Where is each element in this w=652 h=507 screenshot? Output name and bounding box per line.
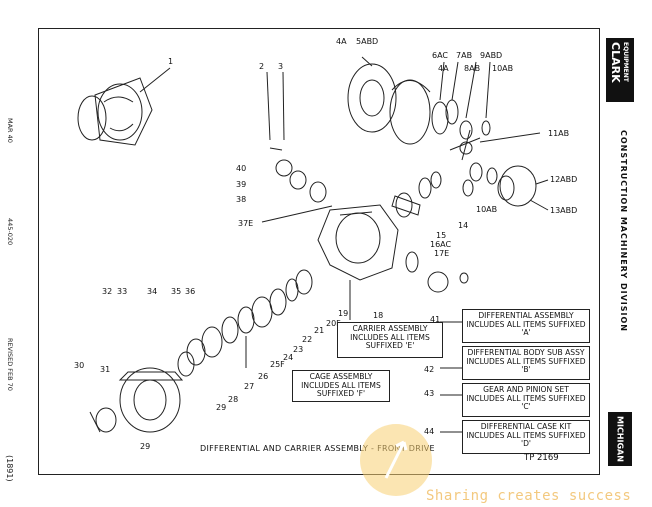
legend-box-42: DIFFERENTIAL BODY SUB ASSY INCLUDES ALL … <box>462 346 590 380</box>
legend-41-line-1: DIFFERENTIAL ASSEMBLY <box>478 311 574 320</box>
legend-41-line-2: INCLUDES ALL ITEMS SUFFIXED <box>466 319 586 329</box>
legend-box-43: GEAR AND PINION SET INCLUDES ALL ITEMS S… <box>462 383 590 417</box>
cage-box-line-2: INCLUDES ALL ITEMS <box>301 380 381 390</box>
watermark-emblem <box>360 424 432 496</box>
callout-20f: 20F <box>326 319 341 328</box>
callout-29: 29 <box>216 403 227 412</box>
legend-43-line-1: GEAR AND PINION SET <box>483 385 569 394</box>
callout-11ab: 11AB <box>548 129 570 138</box>
margin-note-code: 445-020 <box>6 218 14 246</box>
carrier-box-line-2: INCLUDES ALL ITEMS <box>350 332 430 342</box>
callout-34: 34 <box>147 287 158 296</box>
legend-42-line-2: INCLUDES ALL ITEMS SUFFIXED <box>466 356 586 366</box>
callout-25f: 25F <box>270 360 285 369</box>
callout-10ab: 10AB <box>492 64 514 73</box>
callout-14: 14 <box>458 221 469 230</box>
legend-44-line-1: DIFFERENTIAL CASE KIT <box>480 422 572 431</box>
callout-32: 32 <box>102 287 113 296</box>
clark-logo-text: CLARK <box>609 42 622 83</box>
callout-18: 18 <box>373 311 384 320</box>
legend-number-44: 44 <box>424 427 435 436</box>
callout-2: 2 <box>259 62 265 71</box>
carrier-box-line-1: CARRIER ASSEMBLY <box>352 324 428 333</box>
callout-31: 31 <box>100 365 111 374</box>
legend-43-line-2: INCLUDES ALL ITEMS SUFFIXED <box>466 393 586 403</box>
callout-38: 38 <box>236 195 247 204</box>
callout-15: 15 <box>436 231 447 240</box>
callout-7ab: 7AB <box>456 51 473 60</box>
callout-24: 24 <box>283 353 294 362</box>
callout-22: 22 <box>302 335 313 344</box>
callout-19: 19 <box>338 309 349 318</box>
carrier-box-line-3: SUFFIXED 'E' <box>365 341 415 351</box>
callout-8ab: 8AB <box>464 64 481 73</box>
legend-42-line-1: DIFFERENTIAL BODY SUB ASSY <box>467 348 585 357</box>
clark-equipment-logo: CLARK EQUIPMENT <box>606 38 634 102</box>
cage-box-line-1: CAGE ASSEMBLY <box>309 372 373 381</box>
callout-13abd: 13ABD <box>550 206 578 215</box>
legend-number-41: 41 <box>430 315 441 324</box>
equipment-logo-text: EQUIPMENT <box>622 42 629 82</box>
margin-note-page: (1891) <box>5 455 14 482</box>
callout-23: 23 <box>293 345 304 354</box>
callout-26: 26 <box>258 372 269 381</box>
drawing-number: TP 2169 <box>524 453 559 463</box>
drawing-frame <box>38 28 600 475</box>
legend-43-line-3: 'C' <box>521 402 531 412</box>
margin-note-revised: REVISED FEB 70 <box>6 338 14 391</box>
callout-17e: 17E <box>434 249 450 258</box>
callout-29-second: 29 <box>140 442 151 451</box>
cage-assembly-box: CAGE ASSEMBLY INCLUDES ALL ITEMS SUFFIXE… <box>292 370 390 402</box>
callout-30: 30 <box>74 361 85 370</box>
legend-44-line-3: 'D' <box>520 439 532 449</box>
legend-box-44: DIFFERENTIAL CASE KIT INCLUDES ALL ITEMS… <box>462 420 590 454</box>
callout-28: 28 <box>228 395 239 404</box>
legend-42-line-3: 'B' <box>521 365 531 375</box>
michigan-logo-text: MICHIGAN <box>615 416 625 462</box>
callout-12abd: 12ABD <box>550 175 578 184</box>
legend-44-line-2: INCLUDES ALL ITEMS SUFFIXED <box>466 430 586 440</box>
callout-36: 36 <box>185 287 196 296</box>
callout-35: 35 <box>171 287 182 296</box>
axle-housing-part <box>77 77 153 146</box>
legend-number-43: 43 <box>424 389 435 398</box>
diagram-caption: DIFFERENTIAL AND CARRIER ASSEMBLY - FRON… <box>200 444 435 453</box>
callout-4a: 4A <box>336 37 347 46</box>
callout-6ac: 6AC <box>432 51 449 60</box>
cage-box-line-3: SUFFIXED 'F' <box>316 389 366 399</box>
division-title: CONSTRUCTION MACHINERY DIVISION <box>619 130 628 333</box>
legend-41-line-3: 'A' <box>521 328 531 338</box>
callout-4a-second: 4A <box>438 64 449 73</box>
michigan-logo: MICHIGAN <box>608 412 632 466</box>
callout-5abd: 5ABD <box>356 37 379 46</box>
callout-3: 3 <box>278 62 284 71</box>
callout-21: 21 <box>314 326 325 335</box>
callout-39: 39 <box>236 180 247 189</box>
carrier-assembly-box: CARRIER ASSEMBLY INCLUDES ALL ITEMS SUFF… <box>337 322 443 358</box>
watermark-text: Sharing creates success <box>426 488 632 504</box>
callout-37e: 37E <box>238 219 254 228</box>
callout-9abd: 9ABD <box>480 51 503 60</box>
legend-box-41: DIFFERENTIAL ASSEMBLY INCLUDES ALL ITEMS… <box>462 309 590 343</box>
callout-1: 1 <box>168 57 174 66</box>
callout-10ab-second: 10AB <box>476 205 498 214</box>
callout-27: 27 <box>244 382 255 391</box>
margin-note-mar: MAR 40 <box>6 118 14 143</box>
legend-number-42: 42 <box>424 365 435 374</box>
callout-40: 40 <box>236 164 247 173</box>
callout-33: 33 <box>117 287 128 296</box>
callout-16ac: 16AC <box>430 240 452 249</box>
